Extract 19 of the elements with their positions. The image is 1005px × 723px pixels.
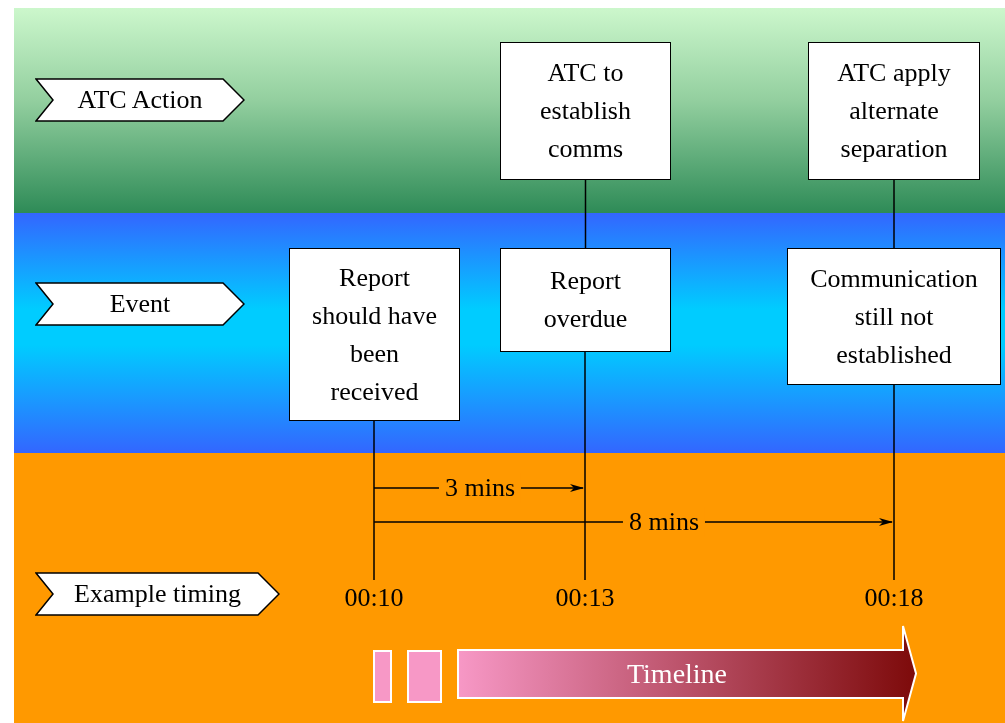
text-box: ATC to establish comms [500,42,671,180]
text-box: Report should have been received [289,248,460,421]
row-tag: ATC Action [35,78,245,122]
row-tag: Event [35,282,245,326]
timeline-block [373,650,392,703]
time-label: 00:18 [849,580,939,616]
connector-line [893,384,895,581]
row-tag: Example timing [35,572,280,616]
connector-line [893,179,895,249]
connector-line [373,420,375,581]
connector-line [584,351,586,581]
timeline-arrow: Timeline [457,625,917,722]
connector-line [584,179,587,249]
time-label: 00:10 [329,580,419,616]
text-box: Report overdue [500,248,671,352]
timeline-block [407,650,442,703]
text-box: ATC apply alternate separation [808,42,980,180]
time-label: 00:13 [540,580,630,616]
text-box: Communication still not established [787,248,1001,385]
